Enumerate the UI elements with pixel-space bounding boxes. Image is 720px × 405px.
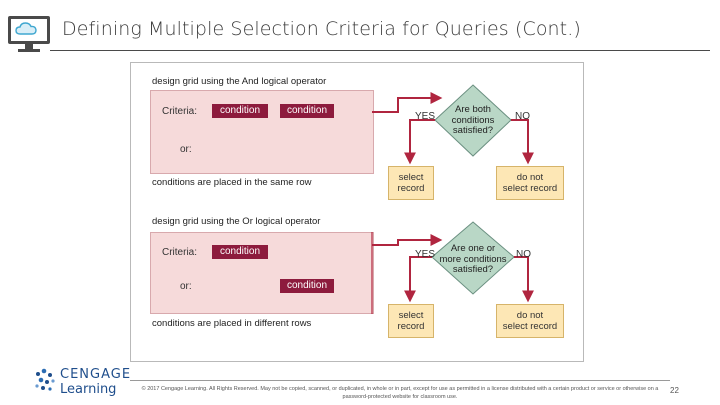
and-select-record-box: select record: [388, 166, 434, 200]
and-reject-line2: select record: [502, 183, 558, 194]
or-no-label: NO: [516, 249, 531, 260]
or-select-line2: record: [397, 321, 425, 332]
logo-line1: CENGAGE: [60, 367, 132, 382]
or-heading: design grid using the Or logical operato…: [152, 216, 321, 227]
and-criteria-label: Criteria:: [162, 106, 198, 117]
and-condition-chip-1: condition: [212, 104, 268, 118]
or-caption: conditions are placed in different rows: [152, 318, 312, 329]
cengage-logo-text: CENGAGE Learning: [60, 367, 132, 398]
or-reject-line1: do not: [516, 310, 544, 321]
or-decision-line3: satisfied?: [452, 264, 494, 275]
or-reject-line2: select record: [502, 321, 558, 332]
and-decision-line3: satisfied?: [452, 125, 494, 136]
or-condition-chip-1: condition: [212, 245, 268, 259]
title-divider: [50, 50, 710, 51]
or-criteria-label: Criteria:: [162, 247, 198, 258]
and-no-label: NO: [515, 111, 530, 122]
or-decision-line2: more conditions: [439, 253, 507, 265]
and-condition-chip-2: condition: [280, 104, 334, 118]
page-number: 22: [670, 386, 679, 395]
and-select-line1: select: [398, 172, 424, 183]
or-or-label: or:: [180, 281, 192, 292]
or-reject-record-box: do not select record: [496, 304, 564, 338]
and-caption: conditions are placed in the same row: [152, 177, 312, 188]
and-reject-line1: do not: [516, 172, 544, 183]
and-yes-label: YES: [415, 111, 436, 122]
and-decision-line2: conditions: [451, 114, 495, 126]
footer-divider: [130, 380, 670, 381]
or-decision-question: Are one or more conditions satisfied?: [436, 243, 510, 276]
cengage-logo-icon: [32, 366, 58, 396]
and-or-label: or:: [180, 144, 192, 155]
or-yes-label: YES: [415, 249, 436, 260]
logo-line2: Learning: [60, 382, 117, 397]
page-title: Defining Multiple Selection Criteria for…: [62, 18, 581, 40]
or-condition-chip-2: condition: [280, 279, 334, 293]
monitor-cloud-icon: [6, 14, 52, 54]
and-decision-line1: Are both: [455, 104, 491, 115]
copyright-line1: © 2017 Cengage Learning. All Rights Rese…: [141, 386, 659, 392]
and-heading: design grid using the And logical operat…: [152, 76, 327, 87]
and-decision-question: Are both conditions satisfied?: [440, 104, 506, 137]
or-select-record-box: select record: [388, 304, 434, 338]
copyright-line2: password-protected website for classroom…: [342, 394, 458, 400]
and-select-line2: record: [397, 183, 425, 194]
or-select-line1: select: [398, 310, 424, 321]
copyright-notice: © 2017 Cengage Learning. All Rights Rese…: [130, 385, 670, 401]
and-reject-record-box: do not select record: [496, 166, 564, 200]
or-decision-line1: Are one or: [450, 243, 496, 254]
